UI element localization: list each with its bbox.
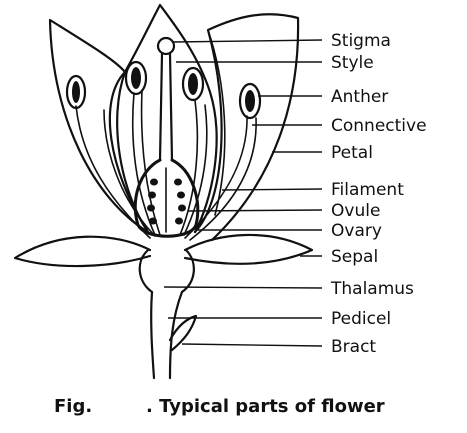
anther-1: [65, 74, 87, 110]
label-pedicel: Pedicel: [331, 309, 391, 329]
thalamus-shape: [138, 248, 195, 294]
caption-prefix: Fig.: [54, 396, 92, 417]
label-stigma: Stigma: [331, 31, 391, 51]
bract-leaf: [168, 314, 198, 352]
label-filament: Filament: [331, 180, 404, 200]
ovary-body: [133, 158, 200, 238]
label-style: Style: [331, 53, 374, 73]
petal-center: [108, 3, 218, 234]
anthers: [65, 60, 262, 120]
style-stalk: [158, 52, 164, 162]
sepal-right: [183, 233, 314, 265]
label-thalamus: Thalamus: [330, 279, 414, 299]
labels: Stigma Style Anther Connective Petal Fil…: [330, 31, 427, 357]
pedicel-stalk: [150, 290, 156, 380]
anther-4: [238, 82, 262, 120]
ovules: [147, 178, 186, 225]
anther-3: [181, 66, 205, 102]
label-petal: Petal: [331, 143, 373, 163]
stem: [138, 248, 198, 380]
label-bract: Bract: [331, 337, 376, 357]
petal-left: [48, 18, 150, 234]
label-connective: Connective: [331, 116, 427, 136]
label-anther: Anther: [331, 87, 388, 107]
figure-caption: Fig. . Typical parts of flower: [54, 396, 385, 417]
caption-text: . Typical parts of flower: [146, 396, 385, 417]
label-sepal: Sepal: [331, 247, 378, 267]
petal-right: [193, 13, 300, 242]
sepals: [13, 233, 314, 268]
sepal-left: [13, 235, 152, 268]
anther-2: [124, 60, 148, 96]
petals: [48, 3, 300, 242]
pistil: [133, 36, 200, 238]
label-ovule: Ovule: [331, 201, 380, 221]
leader-lines: [163, 39, 323, 347]
stigma-head: [156, 36, 176, 56]
label-ovary: Ovary: [331, 221, 382, 241]
